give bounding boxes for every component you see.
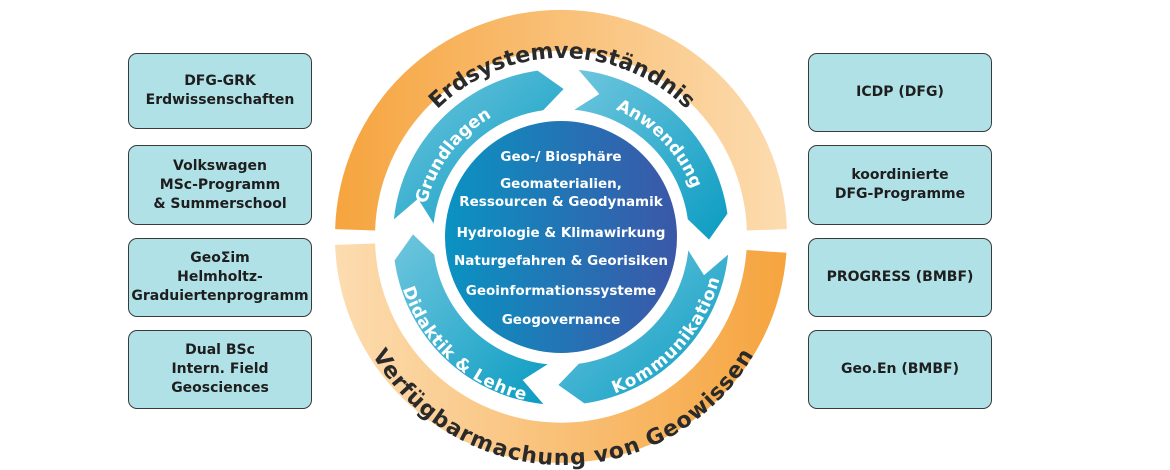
topic-geoinformationssysteme: Geoinformationssysteme (466, 283, 656, 299)
topic-geogovernance: Geogovernance (502, 312, 621, 328)
program-box-icdp: ICDP (DFG) (808, 53, 992, 132)
arrow-segment-anwendung (574, 69, 728, 240)
program-box-progress: PROGRESS (BMBF) (808, 238, 992, 317)
arrow-segment-grundlagen (393, 70, 564, 224)
topic-geomaterialien: Geomaterialien, (500, 176, 622, 192)
program-box-volkswagen: Volkswagen MSc-Programm & Summerschool (128, 145, 312, 225)
topic-naturgefahren: Naturgefahren & Georisiken (454, 253, 668, 269)
program-box-geo-en: Geo.En (BMBF) (808, 330, 992, 409)
outer-ring-bottom-segment (335, 243, 787, 463)
arrow-segment-didaktik (394, 234, 548, 405)
topic-geo-biosphaere: Geo-/ Biosphäre (500, 149, 621, 165)
program-box-dual-bsc: Dual BSc Intern. Field Geosciences (128, 330, 312, 409)
topic-hydrologie: Hydrologie & Klimawirkung (457, 225, 666, 241)
center-circle (445, 121, 677, 353)
arrow-segment-kommunikation (558, 250, 729, 404)
program-box-geosim: GeoΣim Helmholtz- Graduiertenprogramm (128, 238, 312, 317)
program-box-dfg-grk: DFG-GRK Erdwissenschaften (128, 53, 312, 129)
topic-ressourcen: Ressourcen & Geodynamik (459, 194, 663, 210)
outer-ring-top-segment (335, 9, 787, 231)
program-box-dfg-programme: koordinierte DFG-Programme (808, 145, 992, 225)
